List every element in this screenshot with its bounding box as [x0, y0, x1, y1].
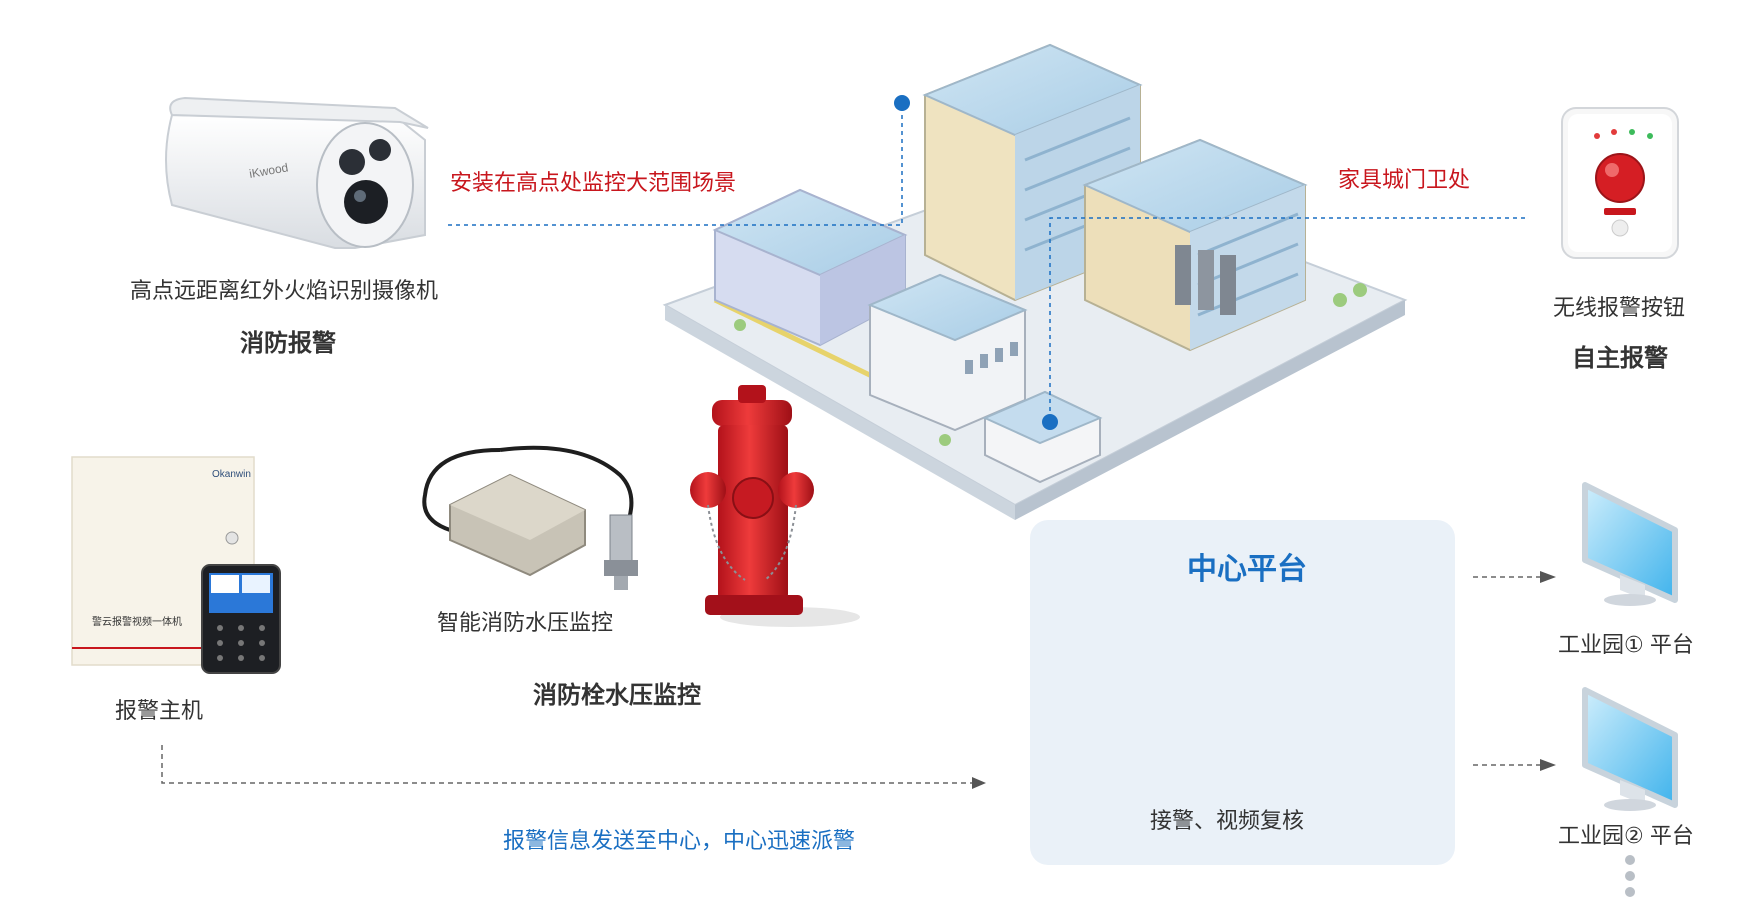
center-to-park2-arrow	[1473, 759, 1556, 771]
alarm-button-caption: 无线报警按钮	[1553, 295, 1686, 320]
park1-label: 工业园① 平台	[1558, 632, 1694, 657]
svg-text:iKwood: iKwood	[248, 160, 289, 181]
camera-caption: 高点远距离红外火焰识别摄像机	[130, 278, 439, 303]
center-platform-panel	[1030, 520, 1455, 865]
infrared-flame-camera: iKwood	[165, 96, 429, 249]
pressure-category: 消防栓水压监控	[533, 682, 701, 709]
svg-text:Okanwin: Okanwin	[212, 469, 251, 480]
alarm-flow-text: 报警信息发送至中心，中心迅速派警	[503, 828, 856, 853]
industrial-park-illustration	[662, 43, 1408, 520]
pressure-sensor-caption: 智能消防水压监控	[437, 610, 614, 635]
park2-monitor-icon	[1582, 687, 1678, 811]
alarm-host-caption: 报警主机	[115, 698, 204, 723]
alarm-button-callout-text: 家具城门卫处	[1338, 167, 1471, 192]
park1-monitor-icon	[1582, 482, 1678, 606]
park2-label: 工业园② 平台	[1558, 823, 1694, 848]
wireless-alarm-button-device	[1561, 107, 1679, 259]
camera-callout-line	[448, 95, 910, 226]
center-platform-title: 中心平台	[1187, 553, 1307, 586]
center-to-park1-arrow	[1473, 571, 1556, 583]
camera-callout-text: 安装在高点处监控大范围场景	[450, 170, 737, 195]
alarm-host-device: Okanwin 警云报警视频一体机	[71, 456, 281, 674]
alarm-host-to-center-arrow	[161, 745, 986, 789]
water-pressure-sensor-device	[422, 445, 638, 590]
alarm-button-category: 自主报警	[1572, 345, 1668, 372]
fire-hydrant-illustration	[690, 385, 860, 627]
svg-text:警云报警视频一体机: 警云报警视频一体机	[92, 615, 182, 628]
camera-category: 消防报警	[240, 330, 336, 357]
alarm-button-callout-line	[1042, 217, 1525, 430]
more-parks-ellipsis	[1625, 855, 1635, 897]
center-platform-caption: 接警、视频复核	[1150, 808, 1305, 833]
